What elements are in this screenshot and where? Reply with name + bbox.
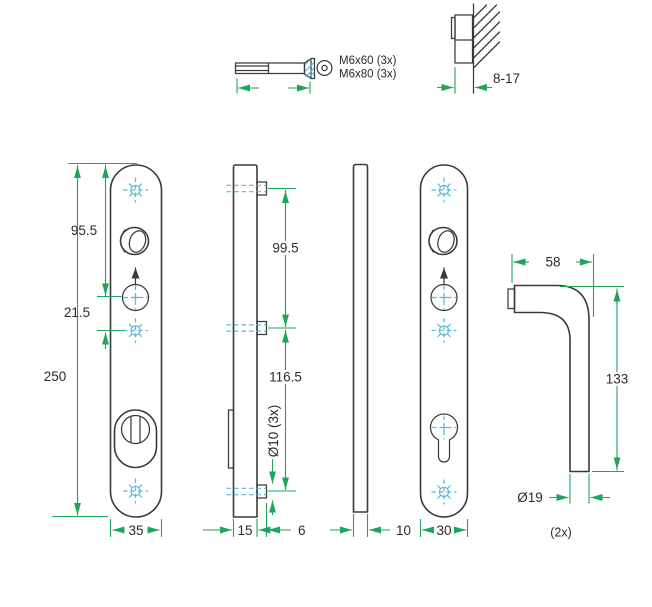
wall-hatching bbox=[472, 4, 501, 69]
boss-projection-dimension: 6 bbox=[298, 523, 306, 538]
boss-diameter-dimension: Ø10 (3x) bbox=[266, 405, 281, 458]
fixing-boss-middle bbox=[256, 320, 268, 336]
spindle-hole bbox=[430, 283, 458, 312]
screw-spec-label-1: M6x60 (3x) bbox=[339, 55, 397, 67]
plate-height-dimension: 250 bbox=[44, 369, 67, 384]
center-mark-top-screw bbox=[430, 176, 458, 204]
wall-section-figure: 8-17 bbox=[437, 3, 520, 94]
handle-diameter-dimension: Ø19 bbox=[517, 490, 543, 505]
boss-pitch-lower-dimension: 116.5 bbox=[269, 370, 302, 385]
screw-head bbox=[303, 57, 316, 80]
center-mark-bottom-screw bbox=[122, 477, 149, 505]
cover-thickness-dimension: 10 bbox=[396, 523, 411, 538]
handle-drop-dimension: 133 bbox=[606, 372, 629, 387]
plate-thickness-dimension: 15 bbox=[237, 523, 252, 538]
handle-spindle bbox=[507, 288, 516, 310]
boss-centerlines bbox=[226, 184, 267, 496]
cover-profile bbox=[352, 163, 369, 513]
spindle-hole bbox=[121, 283, 150, 312]
screw-spec-label-2: M6x80 (3x) bbox=[339, 69, 397, 81]
spindle-hole-center-mark bbox=[122, 284, 149, 311]
exterior-plate-front-view: 250 95.5 21.5 35 bbox=[44, 162, 163, 538]
plate-outline bbox=[419, 164, 469, 518]
plate-profile bbox=[232, 164, 258, 518]
handle-collar bbox=[428, 226, 458, 256]
fixing-boss-bottom bbox=[256, 484, 268, 499]
boss-pitch-upper-dimension: 99.5 bbox=[272, 241, 298, 256]
spindle-hole-center-mark bbox=[431, 284, 457, 311]
screw-head-end-view bbox=[316, 59, 333, 77]
euro-cylinder-keyhole bbox=[429, 413, 459, 463]
center-mark-mid-screw bbox=[122, 317, 149, 344]
plate-outline bbox=[109, 164, 163, 518]
lever-to-cylinder-dimension: 21.5 bbox=[64, 305, 90, 320]
mounting-depth-dimension: 8-17 bbox=[493, 71, 520, 86]
center-mark-mid-screw bbox=[430, 317, 458, 344]
screw-shaft bbox=[234, 62, 306, 75]
handle-outline bbox=[513, 284, 590, 473]
cover-side-view: 10 bbox=[330, 163, 411, 538]
handle-reach-dimension: 58 bbox=[545, 255, 560, 270]
guard-projection bbox=[227, 409, 235, 469]
plate-side-view: 99.5 116.5 Ø10 (3x) 15 6 bbox=[203, 164, 307, 538]
handle-quantity-label: (2x) bbox=[550, 526, 572, 540]
fixing-boss-top bbox=[256, 181, 268, 196]
cylinder-guard bbox=[113, 409, 158, 469]
lever-handle-figure: 58 133 Ø19 (2x) bbox=[507, 254, 634, 540]
collar-section bbox=[450, 16, 456, 40]
center-mark-top-screw bbox=[122, 176, 149, 204]
center-mark-bottom-screw bbox=[430, 478, 458, 506]
interior-plate-front-view: 30 bbox=[419, 164, 469, 538]
top-to-lever-dimension: 95.5 bbox=[71, 223, 97, 238]
inner-plate-width-dimension: 30 bbox=[436, 523, 451, 538]
handle-collar bbox=[119, 226, 150, 256]
plate-section bbox=[454, 14, 474, 64]
keyhole-center-mark bbox=[431, 414, 457, 441]
screw-figure: M6x60 (3x) M6x80 (3x) bbox=[234, 55, 397, 94]
cylinder-rosette bbox=[120, 414, 151, 445]
plate-width-dimension: 35 bbox=[128, 523, 143, 538]
